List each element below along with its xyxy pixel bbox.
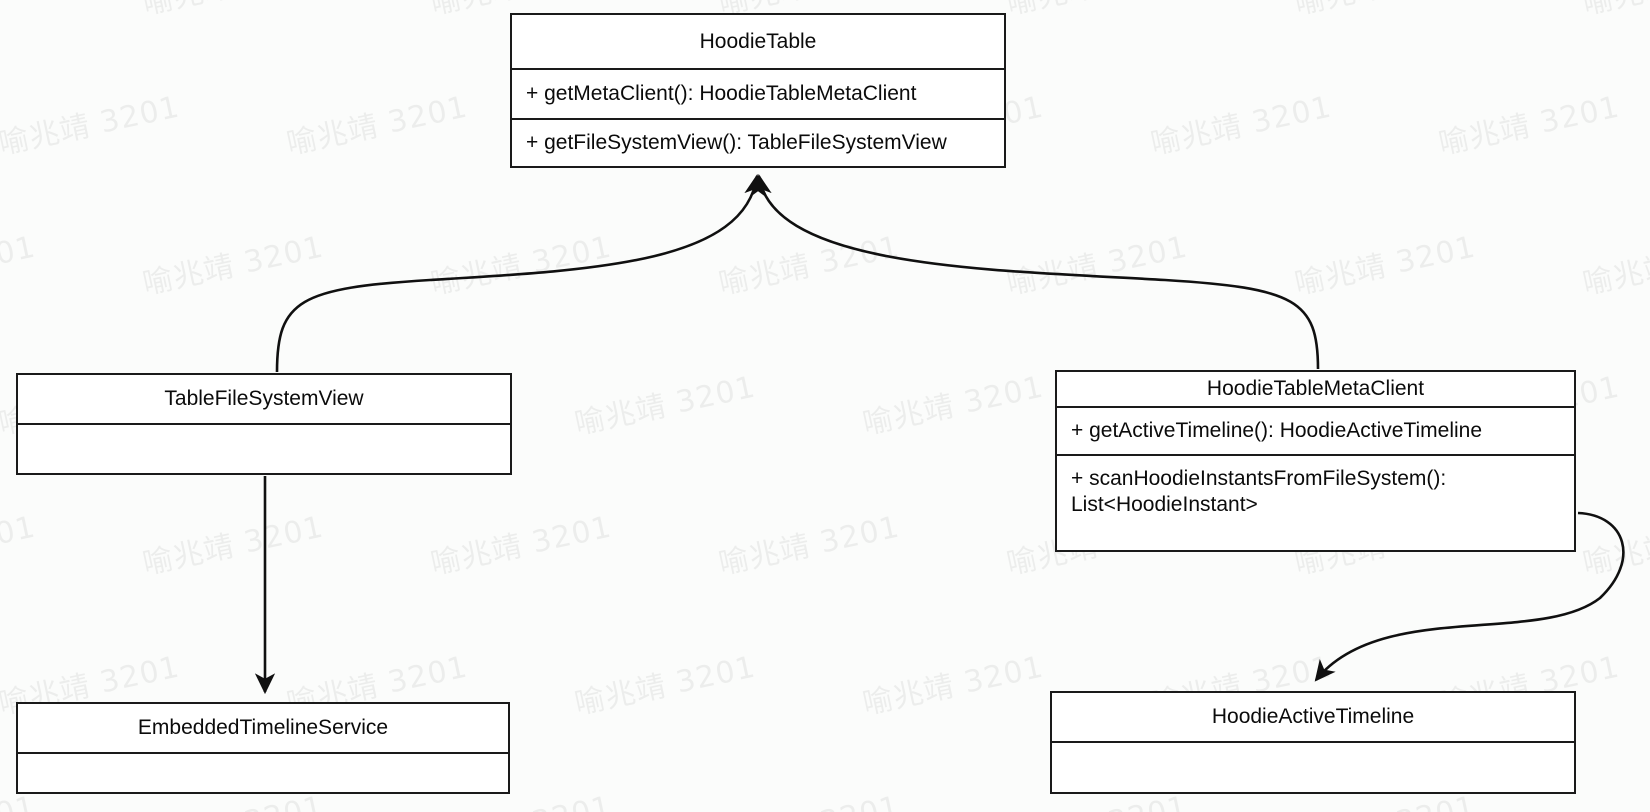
watermark-text: 喻兆靖 3201 <box>1291 229 1479 303</box>
watermark-text: 喻兆靖 3201 <box>1578 782 1650 812</box>
edge-tablefilesystemview-hoodietable <box>275 173 765 373</box>
watermark-text: 喻兆靖 3201 <box>1147 89 1335 163</box>
class-box-hoodie-active-timeline[interactable]: HoodieActiveTimeline <box>1050 691 1576 794</box>
class-member-embedded-timeline-service-0 <box>18 754 508 792</box>
watermark-text: 喻兆靖 3201 <box>0 89 183 163</box>
class-member-hoodie-table-0: + getMetaClient(): HoodieTableMetaClient <box>512 70 1004 120</box>
watermark-text: 喻兆靖 3201 <box>1003 229 1191 303</box>
watermark-text: 喻兆靖 3201 <box>427 509 615 583</box>
watermark-text: 喻兆靖 3201 <box>571 369 759 443</box>
watermark-text: 喻兆靖 3201 <box>1435 89 1623 163</box>
watermark-text: 喻兆靖 3201 <box>138 0 327 23</box>
class-box-embedded-timeline-service[interactable]: EmbeddedTimelineService <box>16 702 510 794</box>
class-box-hoodie-table[interactable]: HoodieTable + getMetaClient(): HoodieTab… <box>510 13 1006 168</box>
watermark-text: 喻兆靖 3201 <box>1579 230 1650 303</box>
class-name-hoodie-active-timeline: HoodieActiveTimeline <box>1052 693 1574 743</box>
watermark-text: 喻兆靖 3201 <box>715 229 903 303</box>
watermark-text: 喻兆靖 3201 <box>427 229 615 303</box>
watermark-text: 喻兆靖 3201 <box>139 509 327 583</box>
watermark-text: 喻兆靖 3201 <box>0 229 39 302</box>
class-box-hoodie-table-meta-client[interactable]: HoodieTableMetaClient + getActiveTimelin… <box>1055 370 1576 552</box>
watermark-text: 喻兆靖 3201 <box>283 89 471 163</box>
watermark-text: 喻兆靖 3201 <box>571 649 759 723</box>
class-name-embedded-timeline-service: EmbeddedTimelineService <box>18 704 508 754</box>
watermark-text: 喻兆靖 3201 <box>1579 510 1650 583</box>
class-name-hoodie-table: HoodieTable <box>512 15 1004 70</box>
watermark-text: 喻兆靖 3201 <box>0 509 39 582</box>
watermark-text: 喻兆靖 3201 <box>1290 0 1479 23</box>
class-member-hoodie-table-meta-client-0: + getActiveTimeline(): HoodieActiveTimel… <box>1057 408 1574 456</box>
class-member-table-file-system-view-0 <box>18 425 510 473</box>
watermark-text: 喻兆靖 3201 <box>0 0 39 23</box>
class-box-table-file-system-view[interactable]: TableFileSystemView <box>16 373 512 475</box>
watermark-text: 喻兆靖 3201 <box>715 509 903 583</box>
class-member-hoodie-active-timeline-0 <box>1052 743 1574 792</box>
watermark-text: 喻兆靖 3201 <box>859 369 1047 443</box>
class-name-hoodie-table-meta-client: HoodieTableMetaClient <box>1057 372 1574 408</box>
class-name-table-file-system-view: TableFileSystemView <box>18 375 510 425</box>
watermark-text: 喻兆靖 3201 <box>1002 0 1191 23</box>
class-member-hoodie-table-1: + getFileSystemView(): TableFileSystemVi… <box>526 130 947 154</box>
class-member-hoodie-table-meta-client-1: + scanHoodieInstantsFromFileSystem(): Li… <box>1071 467 1447 517</box>
watermark-text: 喻兆靖 3201 <box>1578 0 1650 23</box>
watermark-text: 喻兆靖 3201 <box>139 229 327 303</box>
watermark-text: 喻兆靖 3201 <box>859 649 1047 723</box>
edge-hoodietablemetaclient-hoodietable <box>751 173 1320 370</box>
watermark-text: 喻兆靖 3201 <box>714 782 903 812</box>
